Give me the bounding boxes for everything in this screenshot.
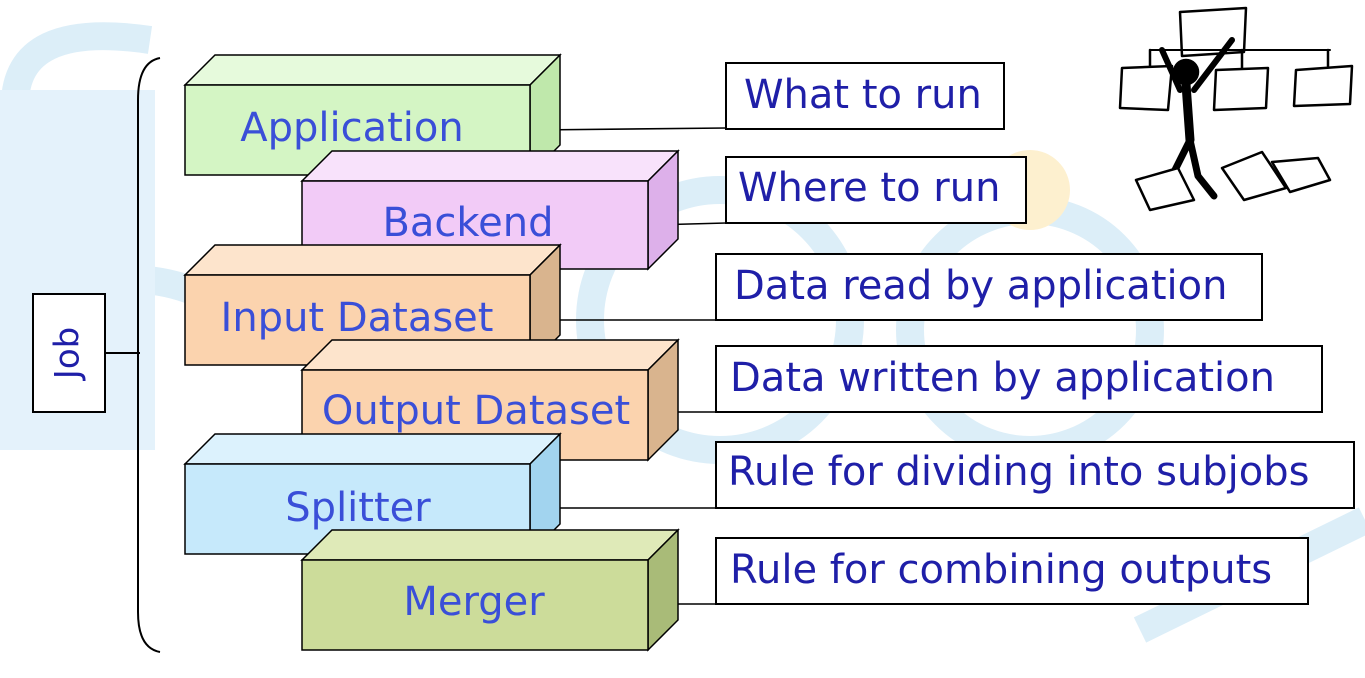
description-box-3: Data read by application	[715, 253, 1263, 321]
description-data-written: Data written by application	[730, 355, 1275, 401]
description-box-2: Where to run	[725, 156, 1027, 224]
block-top	[183, 433, 562, 465]
job-label: Job	[48, 327, 88, 381]
block-top	[300, 529, 680, 561]
description-box-6: Rule for combining outputs	[715, 537, 1309, 605]
block-label-output-dataset: Output Dataset	[322, 388, 630, 434]
job-box	[32, 293, 106, 413]
person-holding-papers-icon	[1118, 6, 1354, 212]
description-rule-dividing: Rule for dividing into subjobs	[728, 449, 1309, 495]
block-top	[300, 150, 680, 182]
block-label-merger: Merger	[403, 579, 545, 625]
block-label-input-dataset: Input Dataset	[221, 295, 494, 341]
description-rule-combining: Rule for combining outputs	[730, 547, 1272, 593]
block-merger: Merger	[300, 528, 680, 652]
job-group: Job	[32, 57, 161, 653]
description-box-5: Rule for dividing into subjobs	[715, 441, 1355, 509]
block-splitter: Splitter	[183, 432, 562, 556]
block-label-application: Application	[240, 105, 464, 151]
job-brace	[137, 57, 161, 653]
block-label-splitter: Splitter	[285, 485, 431, 531]
description-what-to-run: What to run	[744, 72, 982, 118]
block-label-backend: Backend	[382, 200, 553, 246]
block-top	[300, 339, 680, 371]
description-data-read: Data read by application	[734, 263, 1227, 309]
description-box-4: Data written by application	[715, 345, 1323, 413]
block-top	[183, 244, 562, 276]
block-application: Application	[183, 53, 562, 177]
block-top	[183, 54, 562, 86]
description-where-to-run: Where to run	[738, 165, 1000, 211]
description-box-1: What to run	[725, 62, 1005, 130]
connector-line-1	[533, 127, 727, 131]
block-backend: Backend	[300, 149, 680, 271]
block-front	[301, 559, 649, 651]
